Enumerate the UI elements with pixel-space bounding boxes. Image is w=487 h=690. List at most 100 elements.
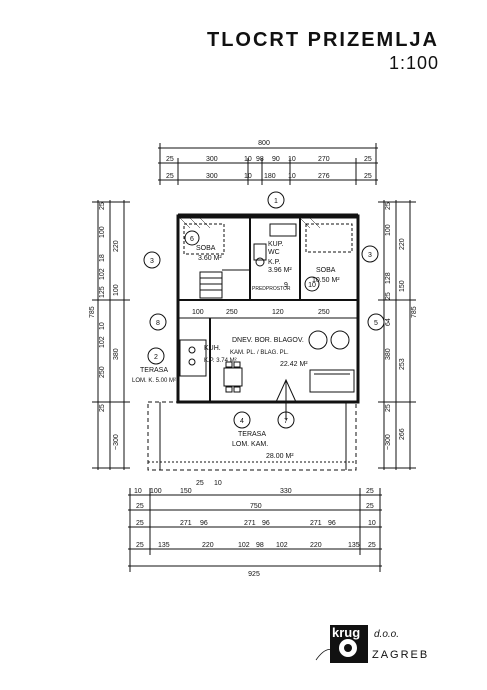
dim-text: 750 [250,503,262,510]
room-area: 28.00 M² [266,453,294,460]
dim-text: 10 [134,488,142,495]
dim-text: 10 [288,156,296,163]
drawing-title: TLOCRT PRIZEMLJA 1:100 [207,28,439,74]
dim-text: 785 [411,306,418,318]
logo-brand: krug [332,625,361,640]
axis-marker-label: 7 [284,418,288,425]
dim-text: 10 [214,480,222,487]
bed [183,223,225,255]
axis-marker-label: 8 [156,320,160,327]
axis-marker [277,411,295,429]
room-area: K.P. 3.74 M² [204,358,237,364]
dim-bottom-total: 925 [248,571,260,578]
dim-text: 25 [385,292,392,300]
dim-text: 102 [276,542,288,549]
dim-text: 300 [206,173,218,180]
dim-text: 380 [113,348,120,360]
dim-text: 25 [136,542,144,549]
dining-table [223,367,243,387]
dim-text: 25 [385,404,392,412]
dim-text: 25 [366,488,374,495]
logo-suffix: d.o.o. [374,629,400,640]
room-area: LOM. K. 5.00 M² [132,378,176,384]
axis-marker [267,191,285,209]
dim-text: 96 [328,520,336,527]
dim-text: 25 [99,404,106,412]
dim-text: 25 [368,542,376,549]
dim-inner: 120 [272,309,284,316]
bed [305,223,353,253]
dim-text: 25 [196,480,204,487]
dim-inner: 100 [192,309,204,316]
stairs [199,271,223,299]
dim-text: 25 [166,173,174,180]
axis-marker-label: 3 [150,258,154,265]
axis-marker [149,313,167,331]
room-label: DNEV. BOR. BLAGOV. [232,337,304,344]
dim-text: 96 [200,520,208,527]
dim-text: 135 [158,542,170,549]
dim-text: 271 [244,520,256,527]
dim-text: 270 [318,156,330,163]
dim-inner: 250 [318,309,330,316]
dim-text: 25 [364,156,372,163]
room-label: KUH. [204,345,221,352]
dim-text: ~300 [113,434,120,450]
dim-text: 250 [99,366,106,378]
room-label: LOM. KAM. [232,441,268,448]
dim-text: 96 [262,520,270,527]
terrace [147,401,357,471]
dim-text: 10 [244,173,252,180]
room-label: TERASA [238,431,266,438]
dim-text: 220 [310,542,322,549]
dim-text: 150 [399,280,406,292]
dim-text: 180 [264,173,276,180]
dim-text: 220 [399,238,406,250]
dim-text: 785 [89,306,96,318]
room-label: SOBA [196,245,216,252]
dim-text: 220 [202,542,214,549]
dim-text: 25 [385,202,392,210]
dim-text: 25 [366,503,374,510]
kitchen-counter [179,339,207,377]
axis-marker [367,313,385,331]
dim-text: 90 [272,156,280,163]
dim-text: 300 [206,156,218,163]
dim-text: 64 [385,318,392,326]
dim-text: 100 [385,224,392,236]
axis-marker [147,347,165,365]
dim-text: 25 [99,202,106,210]
axis-marker-label: 1 [274,198,278,205]
dim-text: 135 [348,542,360,549]
axis-marker [233,411,251,429]
dim-text: 102 [238,542,250,549]
logo-circle-inner [344,644,352,652]
dim-text: ~300 [385,434,392,450]
dim-text: 10 [244,156,252,163]
wc-fixture [253,243,267,261]
room-label: KAM. PL. / BLAG. PL. [230,350,289,356]
room-label: TERASA [140,367,168,374]
dim-text: 253 [399,358,406,370]
room-area: 3.60 M² [198,255,222,262]
axis-marker-label: 9 [284,282,288,289]
scale-text: 1:100 [388,53,439,73]
axis-marker-label: 5 [374,320,378,327]
axis-marker [304,276,320,292]
room-area: 3.96 M² [268,267,292,274]
room-label: K.P. [268,259,280,266]
axis-marker [143,251,161,269]
axis-marker [361,245,379,263]
dim-text: 10 [99,322,106,330]
room-area: 10.50 M² [312,277,340,284]
axis-marker [184,230,200,246]
axis-marker-label: 3 [368,252,372,259]
dim-text: 25 [364,173,372,180]
axis-marker-label: 10 [308,282,316,289]
dim-text: 10 [288,173,296,180]
room-area: 22.42 M² [280,361,308,368]
axis-marker-label: 4 [240,418,244,425]
logo-city: ZAGREB [372,649,430,661]
dim-text: 150 [180,488,192,495]
dim-text: 102 [99,268,106,280]
